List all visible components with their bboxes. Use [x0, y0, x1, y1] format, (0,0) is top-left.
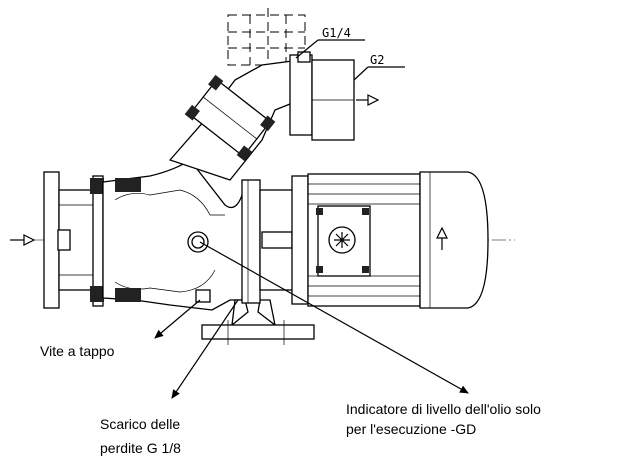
thread-label-g2: G2 [353, 53, 405, 81]
leader-scarico [171, 299, 239, 399]
pump-casing [102, 159, 256, 311]
thread-label-g2-text: G2 [370, 53, 384, 67]
leader-indicatore [199, 241, 469, 394]
clearance-outline [227, 8, 306, 70]
electric-motor [291, 171, 489, 309]
callout-indicatore-line2: per l'esecuzione -GD [346, 421, 476, 437]
bearing-bracket [241, 179, 299, 304]
inlet-flange [43, 171, 104, 309]
elbow-housing [168, 51, 355, 181]
callout-scarico-line1: Scarico delle [100, 416, 180, 432]
callout-indicatore-line1: Indicatore di livello dell'olio solo [346, 401, 541, 417]
callout-vite: Vite a tappo [40, 343, 115, 359]
callout-scarico-line2: perdite G 1/8 [100, 440, 181, 456]
rotation-arrow-up-icon [436, 226, 448, 250]
motor-cooling-fins [308, 183, 420, 297]
thread-label-g14: G1/4 [295, 26, 365, 59]
flow-arrow-right-icon [356, 94, 380, 106]
thread-label-g14-text: G1/4 [322, 26, 351, 40]
flow-arrow-right-icon [10, 234, 36, 246]
leader-vite [154, 299, 201, 339]
pump-foot [201, 299, 315, 345]
